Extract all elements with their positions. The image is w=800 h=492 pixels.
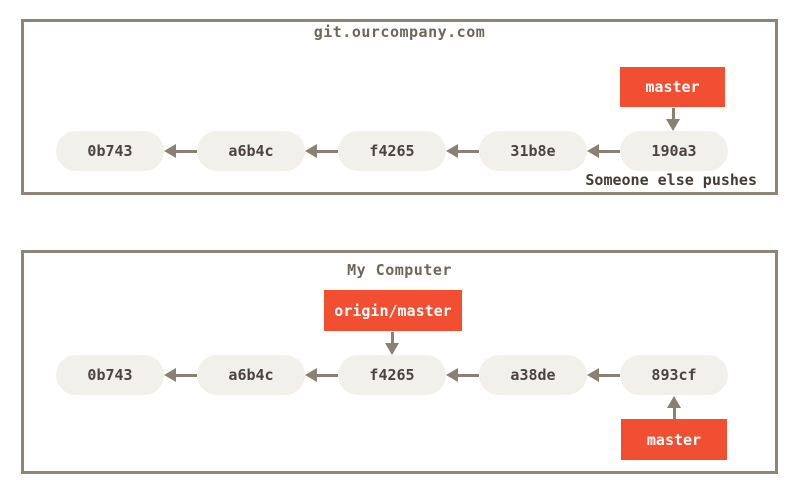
local-commit-0b743: 0b743 [56,355,164,395]
arrow-shaft [173,373,197,377]
remote-commit-0b743: 0b743 [56,131,164,171]
remote-repo-title: git.ourcompany.com [313,23,486,41]
arrow-shaft [672,405,676,419]
arrow-down-icon [385,343,399,355]
arrow-left-icon [587,368,599,382]
arrow-left-icon [305,144,317,158]
arrow-shaft [671,108,675,122]
arrow-left-icon [446,144,458,158]
remote-commit-f4265: f4265 [338,131,446,171]
arrow-shaft [314,373,338,377]
arrow-shaft [173,149,197,153]
local-repo-title: My Computer [347,261,452,279]
local-commit-f4265: f4265 [338,355,446,395]
local-commit-893cf: 893cf [620,355,728,395]
arrow-left-icon [164,144,176,158]
remote-master-branch-label: master [620,67,725,107]
arrow-shaft [596,149,620,153]
local-master-branch-label: master [621,419,727,460]
arrow-down-icon [666,119,680,131]
local-commit-a6b4c: a6b4c [197,355,305,395]
arrow-up-icon [667,396,681,408]
arrow-left-icon [164,368,176,382]
origin-master-branch-label: origin/master [324,290,462,331]
arrow-shaft [455,149,479,153]
arrow-left-icon [446,368,458,382]
arrow-left-icon [587,144,599,158]
remote-commit-190a3: 190a3 [620,131,728,171]
local-repo-box [21,250,778,474]
arrow-shaft [314,149,338,153]
remote-repo-box [21,19,778,195]
arrow-shaft [455,373,479,377]
someone-else-pushes-annotation: Someone else pushes [585,171,757,189]
local-commit-a38de: a38de [479,355,587,395]
remote-commit-a6b4c: a6b4c [197,131,305,171]
arrow-shaft [596,373,620,377]
arrow-left-icon [305,368,317,382]
remote-commit-31b8e: 31b8e [479,131,587,171]
arrow-shaft [390,332,394,346]
